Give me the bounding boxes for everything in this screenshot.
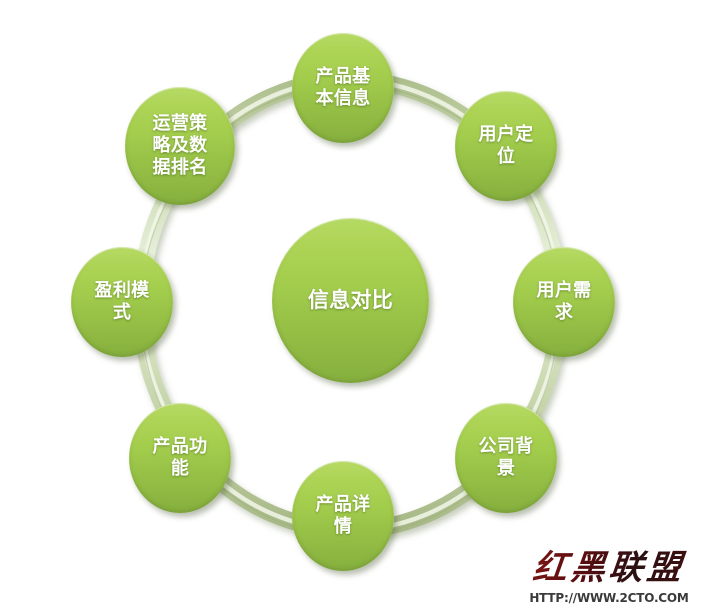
node-label-company-background: 公司背 景 xyxy=(478,436,534,479)
watermark: 红黑联盟 HTTP://WWW.2CTO.COM xyxy=(509,546,709,610)
node-operations-strategy-data-ranking[interactable]: 运营策 略及数 据排名 xyxy=(125,87,235,205)
node-profit-model[interactable]: 盈利模 式 xyxy=(71,247,173,357)
node-user-positioning[interactable]: 用户定 位 xyxy=(455,91,557,201)
node-product-features[interactable]: 产品功 能 xyxy=(129,403,231,513)
node-label-profit-model: 盈利模 式 xyxy=(94,280,150,323)
node-product-details[interactable]: 产品详 情 xyxy=(292,461,394,571)
node-label-product-details: 产品详 情 xyxy=(315,494,371,537)
center-node-label: 信息对比 xyxy=(307,287,394,312)
watermark-logo-text: 红黑联盟 xyxy=(507,546,712,590)
node-company-background[interactable]: 公司背 景 xyxy=(455,403,557,513)
watermark-url-text: HTTP://WWW.2CTO.COM xyxy=(529,591,689,605)
node-product-basic-info[interactable]: 产品基 本信息 xyxy=(292,33,394,143)
node-user-needs[interactable]: 用户需 求 xyxy=(513,247,615,357)
node-label-operations-strategy-data-ranking: 运营策 略及数 据排名 xyxy=(152,113,208,178)
node-label-user-needs: 用户需 求 xyxy=(536,280,592,323)
node-label-product-features: 产品功 能 xyxy=(152,436,208,479)
center-node[interactable]: 信息对比 xyxy=(272,218,429,383)
node-label-product-basic-info: 产品基 本信息 xyxy=(315,66,371,109)
node-label-user-positioning: 用户定 位 xyxy=(478,124,534,167)
